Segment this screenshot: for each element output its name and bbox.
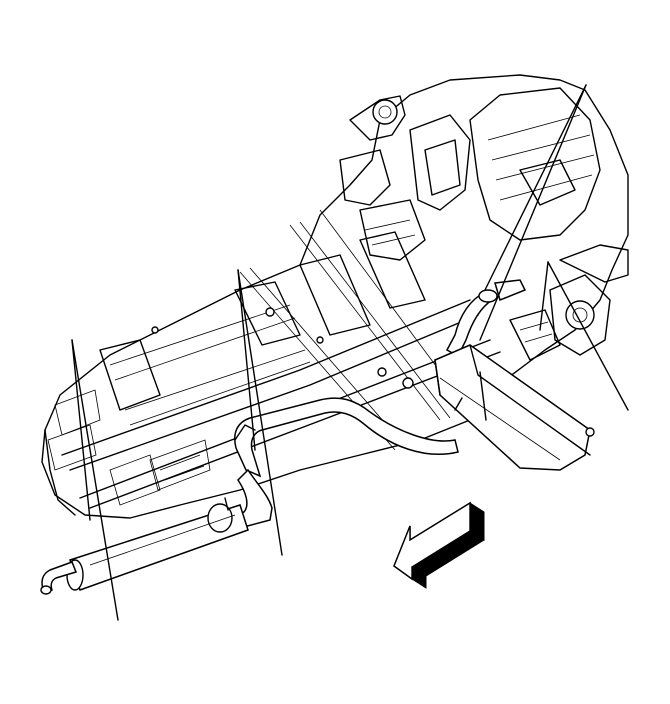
vehicle-underbody xyxy=(41,74,629,519)
rear-muffler xyxy=(66,503,249,591)
front-muffler xyxy=(434,344,595,471)
arrow-forward-indicator xyxy=(393,501,485,589)
front-suspension xyxy=(339,87,629,361)
callout-lines xyxy=(71,84,629,621)
exhaust-system xyxy=(40,279,595,595)
exhaust-tailpipe xyxy=(41,561,78,593)
intermediate-pipe xyxy=(234,397,459,478)
